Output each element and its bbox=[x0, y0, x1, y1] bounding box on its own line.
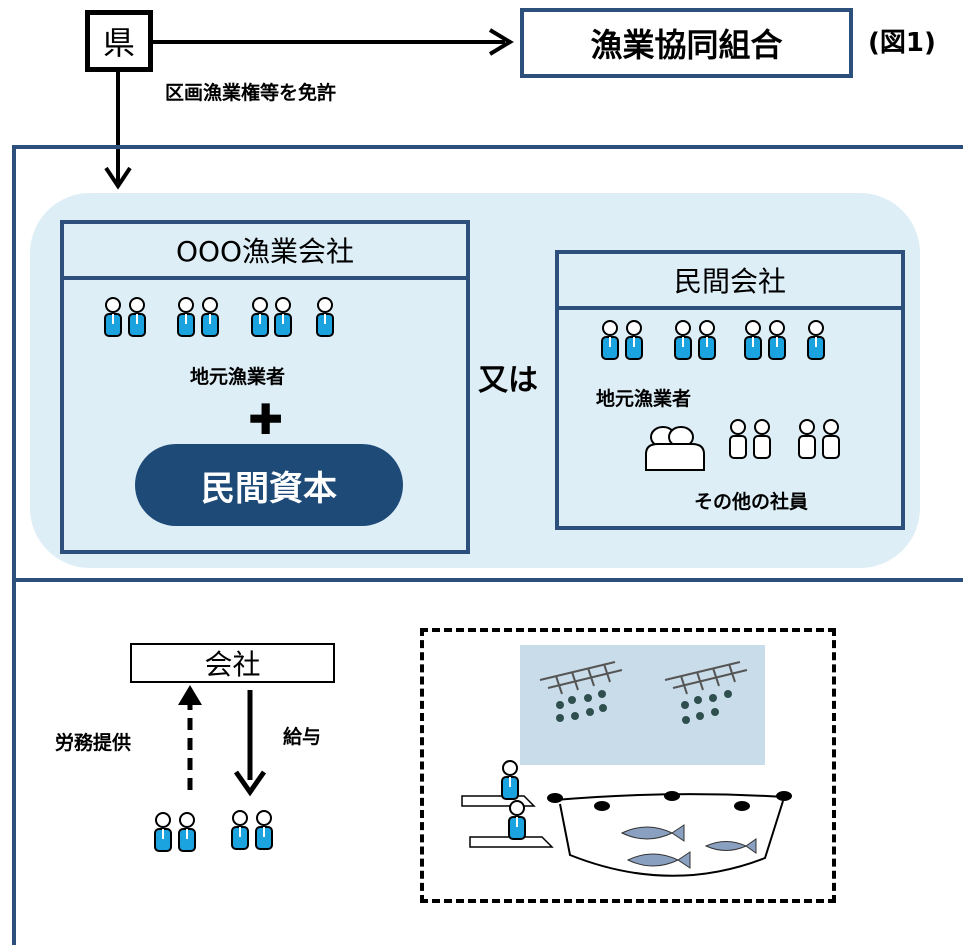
fish-icon bbox=[620, 824, 757, 869]
company-b-title: 民間会社 bbox=[559, 254, 901, 310]
company-b-box: 民間会社 bbox=[555, 250, 905, 530]
raft-icon bbox=[664, 661, 748, 695]
oyster-string-icon bbox=[681, 690, 732, 724]
salary-label: 給与 bbox=[283, 726, 322, 748]
section-divider bbox=[12, 578, 963, 582]
oyster-string-icon bbox=[556, 690, 607, 722]
figure-label: (図1) bbox=[868, 28, 936, 58]
cooperative-box: 漁業協同組合 bbox=[520, 8, 853, 78]
aquaculture-illustration-box bbox=[420, 628, 836, 903]
top-arrows bbox=[104, 28, 514, 190]
or-label: 又は bbox=[478, 363, 538, 398]
company-box: 会社 bbox=[130, 643, 335, 683]
boat-icon bbox=[461, 795, 554, 848]
outer-frame bbox=[12, 145, 963, 945]
license-label: 区画漁業権等を免許 bbox=[165, 82, 337, 104]
capital-badge: 民間資本 bbox=[135, 444, 403, 526]
float-icon bbox=[547, 791, 792, 811]
company-a-members-label: 地元漁業者 bbox=[190, 366, 286, 388]
plus-icon: ✚ bbox=[248, 395, 284, 444]
company-b-others-label: その他の社員 bbox=[694, 491, 809, 513]
person-icon-large bbox=[645, 426, 705, 471]
company-a-title: OOO漁業会社 bbox=[64, 224, 466, 280]
prefecture-box: 県 bbox=[85, 10, 153, 72]
labor-label: 労務提供 bbox=[55, 732, 132, 754]
raft-icon bbox=[539, 661, 623, 695]
company-b-members-label: 地元漁業者 bbox=[596, 388, 692, 410]
